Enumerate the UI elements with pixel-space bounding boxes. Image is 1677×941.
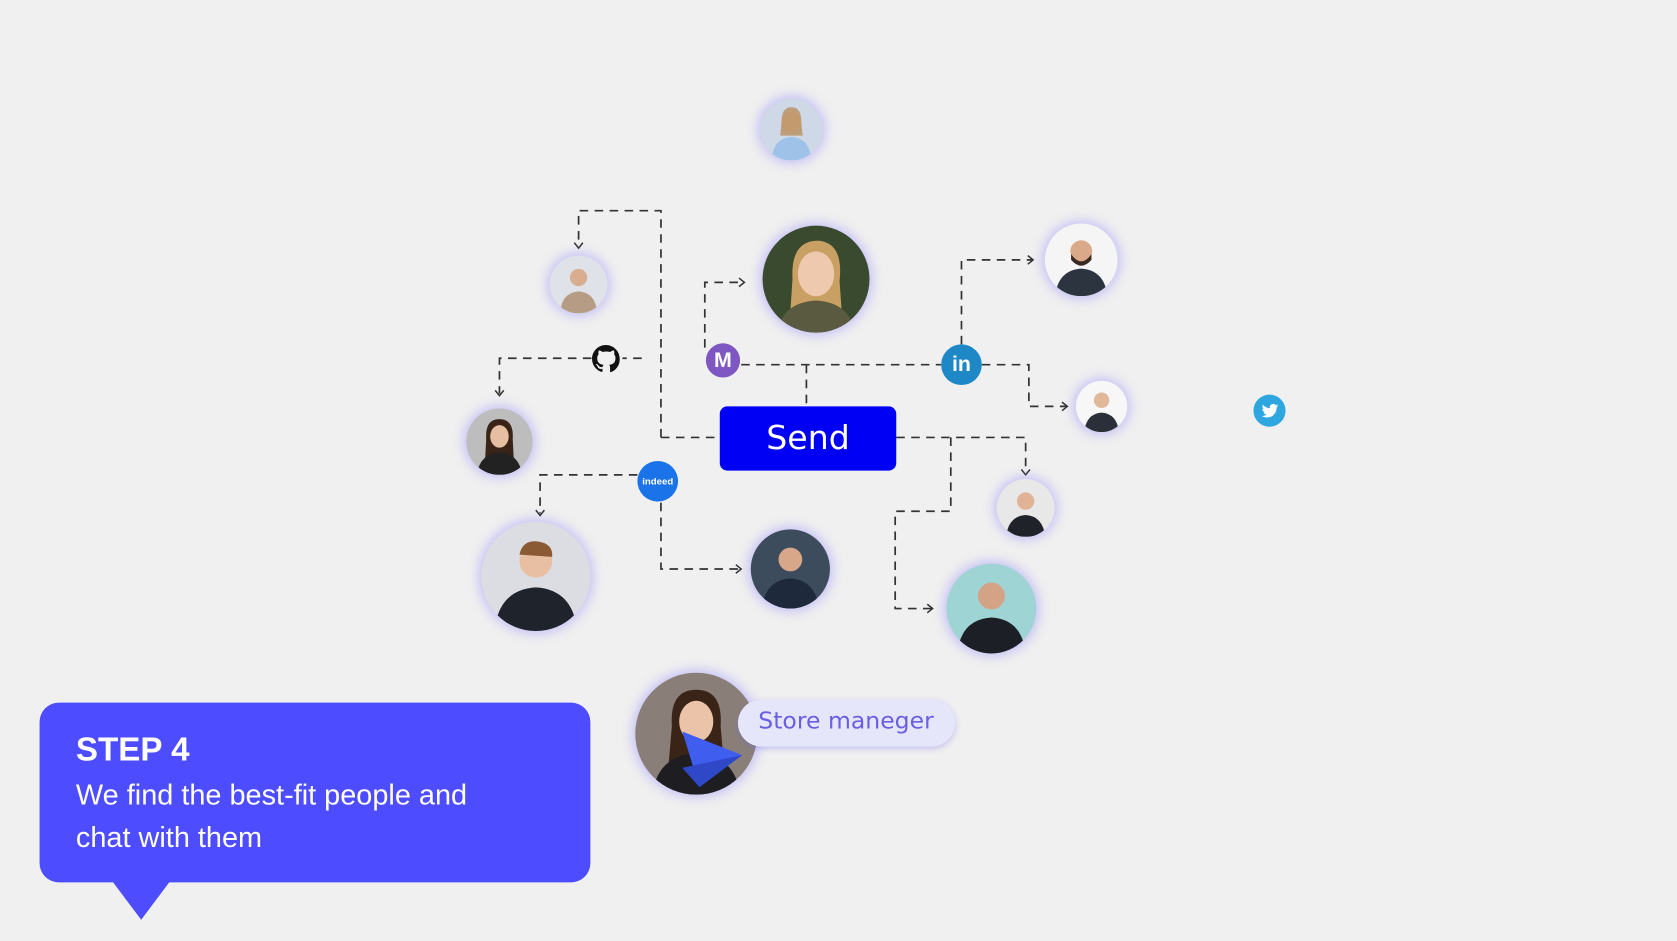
indeed-icon[interactable]: indeed: [637, 460, 679, 502]
arrow-right-icon: [926, 603, 934, 614]
twitter-icon[interactable]: [1253, 394, 1286, 427]
arrow-down-icon: [494, 389, 505, 397]
candidate-avatar[interactable]: [762, 225, 870, 333]
connector: [539, 474, 638, 514]
candidate-avatar[interactable]: [760, 98, 823, 161]
step-description: We find the best-fit people and chat wit…: [75, 778, 468, 854]
step-card: STEP 4 We find the best-fit people and c…: [39, 702, 591, 883]
connector: [660, 502, 738, 570]
arrow-down-icon: [573, 242, 584, 250]
arrow-right-icon: [735, 564, 743, 574]
candidate-avatar[interactable]: [1044, 223, 1118, 297]
candidate-avatar[interactable]: [996, 479, 1055, 537]
connector: [894, 437, 952, 610]
candidate-avatar[interactable]: [549, 255, 608, 314]
connector: [498, 357, 592, 394]
candidate-avatar[interactable]: [481, 521, 591, 632]
step-card-pointer: [112, 881, 171, 920]
connector: [981, 363, 1067, 408]
medium-icon[interactable]: M: [705, 343, 741, 378]
arrow-down-icon: [1020, 469, 1031, 477]
connector: [960, 259, 1033, 345]
candidate-avatar[interactable]: [946, 563, 1037, 654]
connector: [896, 436, 1027, 473]
arrow-right-icon: [738, 277, 746, 288]
candidate-avatar[interactable]: [466, 408, 533, 475]
arrow-right-icon: [1027, 255, 1035, 265]
linkedin-icon[interactable]: in: [941, 344, 982, 386]
role-label: Store maneger: [758, 708, 934, 735]
arrow-right-icon: [1061, 401, 1069, 412]
step-title: STEP 4: [75, 730, 190, 768]
role-pill: Store maneger: [737, 699, 956, 747]
paper-plane-icon: [682, 731, 743, 788]
candidate-avatar[interactable]: [750, 529, 830, 609]
github-icon[interactable]: [591, 344, 620, 373]
connector: [703, 281, 742, 348]
send-button[interactable]: Send: [719, 406, 897, 471]
candidate-avatar[interactable]: [1075, 380, 1128, 433]
connector: [577, 209, 662, 438]
arrow-down-icon: [535, 509, 545, 517]
